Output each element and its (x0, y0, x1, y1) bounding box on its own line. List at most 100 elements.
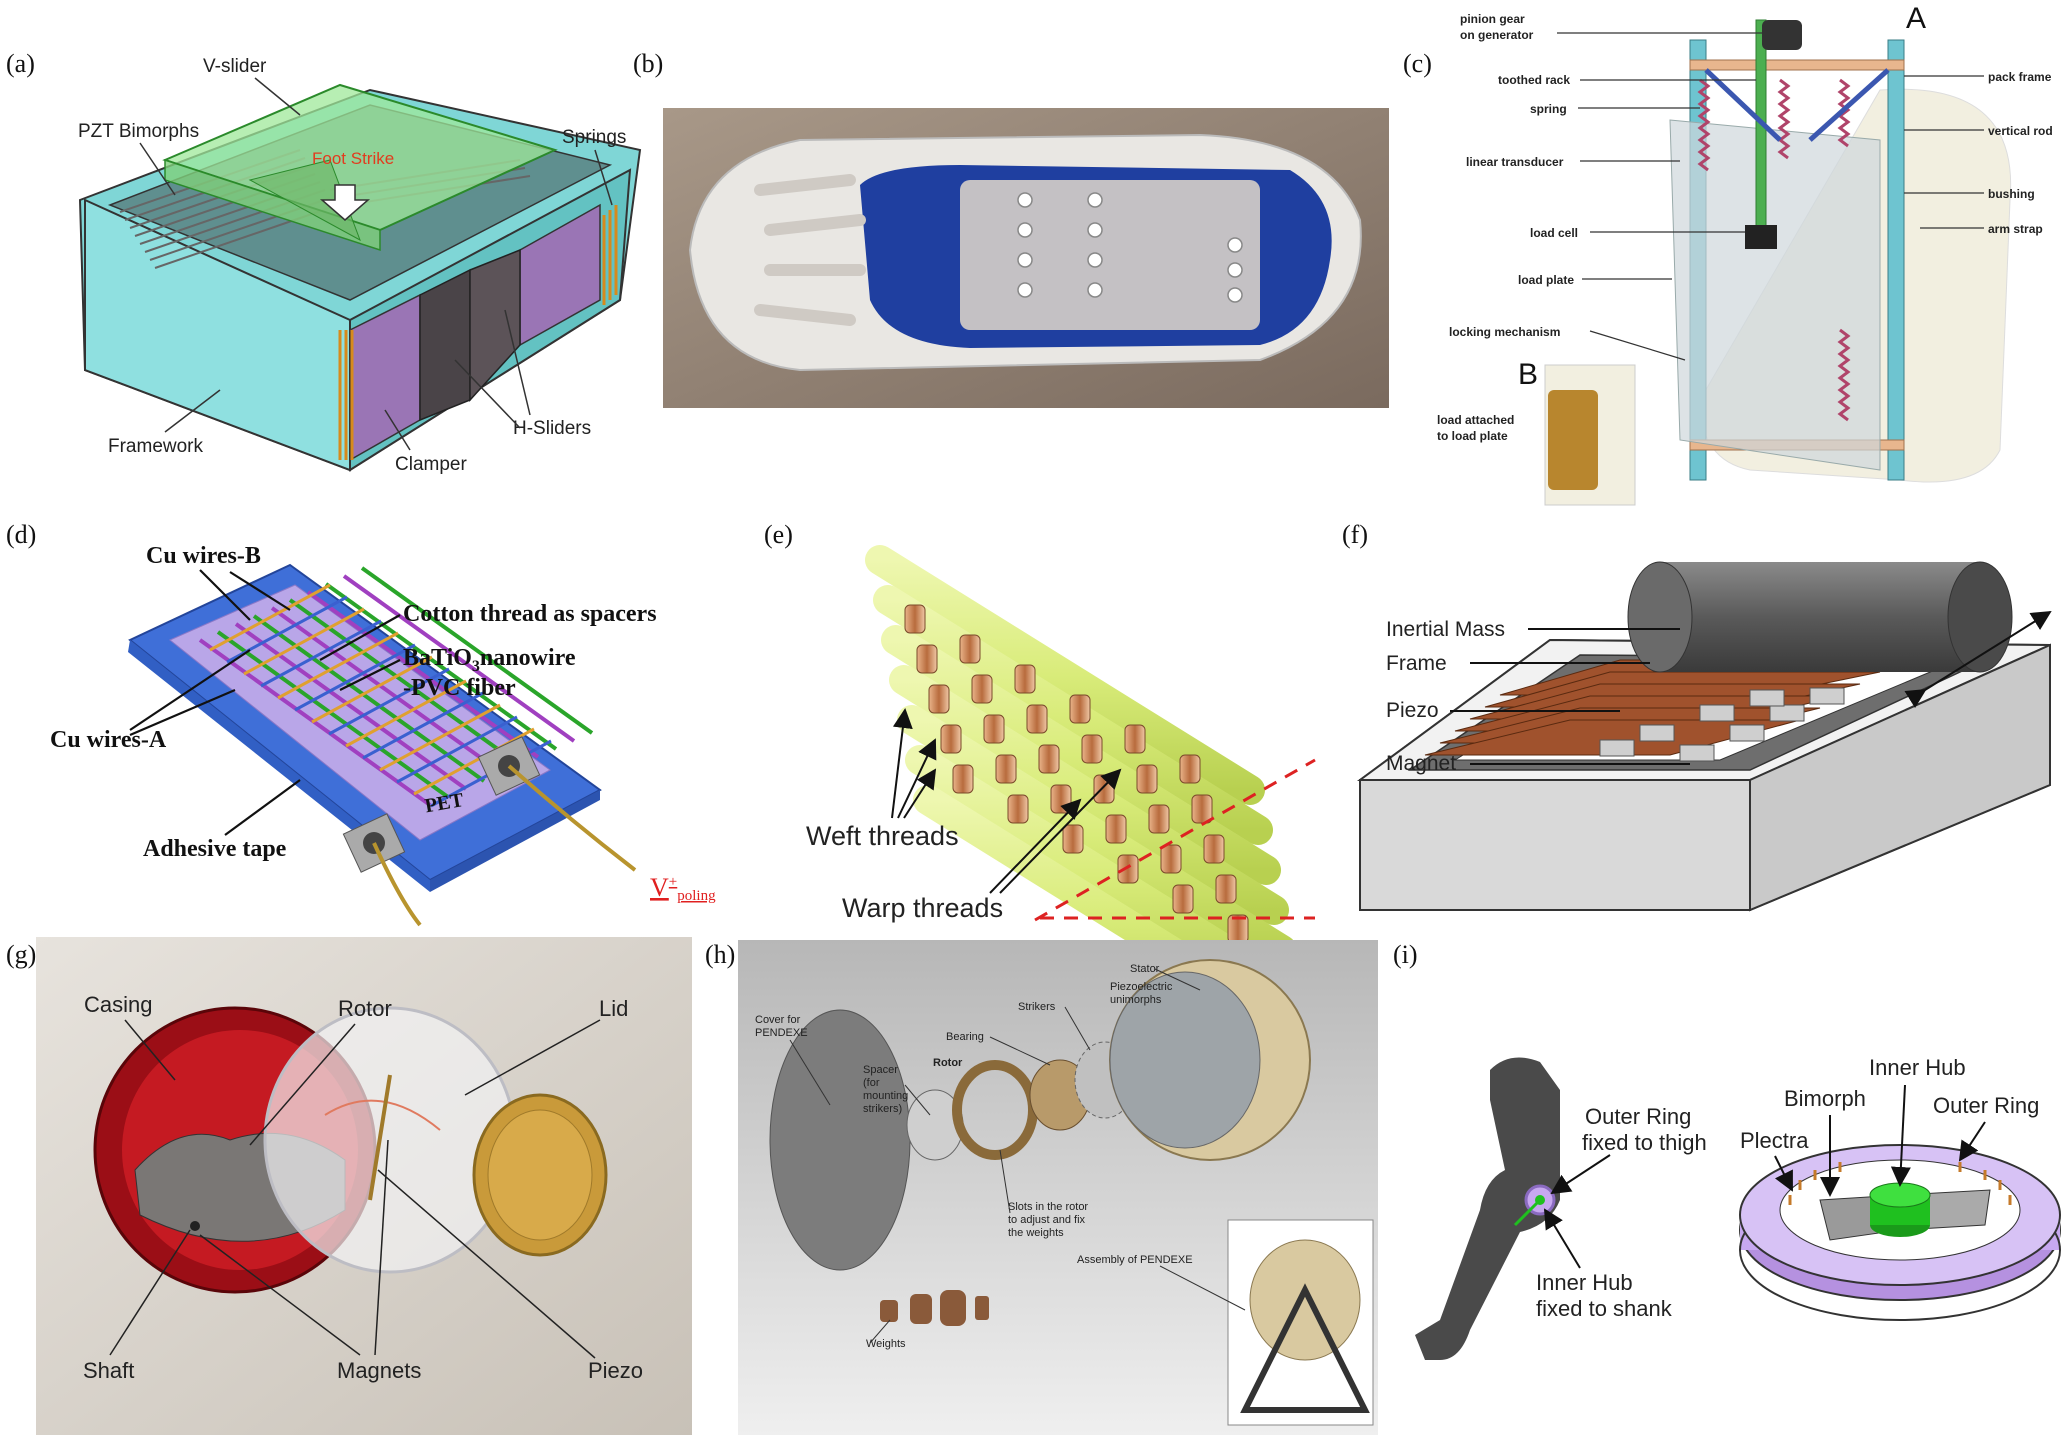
label-slots-3: the weights (1008, 1227, 1064, 1239)
label-pinion-1: pinion gear (1460, 12, 1525, 26)
cross-strand (379, 703, 501, 772)
pinion-generator (1762, 20, 1802, 50)
pack-frame-top (1689, 59, 1905, 71)
weft-band (1081, 734, 1103, 764)
c-labels-left: pinion gear on generator toothed rack sp… (1437, 12, 1578, 443)
magnet-block (1599, 739, 1635, 757)
label-locking-mechanism: locking mechanism (1449, 325, 1560, 339)
label-inner-hub: Inner Hub (1869, 1055, 1966, 1080)
frame-brace-1 (1704, 68, 1782, 142)
load-plate (1669, 119, 1881, 471)
weft-band (1069, 694, 1091, 724)
panel-f: (f) Inertial Mass Frame Piezo Magnet (1342, 520, 2052, 912)
label-warp: Warp threads (842, 893, 1003, 923)
weft-band (983, 714, 1005, 744)
label-bushing: bushing (1988, 187, 2035, 201)
label-pzt-bimorphs: PZT Bimorphs (78, 121, 199, 142)
panel-c-letter: (c) (1403, 49, 1432, 78)
label-toothed-rack: toothed rack (1498, 73, 1570, 87)
motion-arrow (1904, 610, 2052, 709)
h-labels: Stator Piezoelectric unimorphs Strikers … (755, 963, 1193, 1350)
label-vertical-rod: vertical rod (1988, 124, 2053, 138)
plectra-ring (1788, 1162, 2012, 1205)
label-load-plate: load plate (1518, 273, 1574, 287)
weft-band (959, 634, 981, 664)
label-cu-wires-a: Cu wires-A (50, 727, 167, 753)
warp-thread (897, 705, 1297, 965)
label-cover-2: PENDEXE (755, 1027, 808, 1039)
woven-fiber-mesh (198, 566, 594, 808)
inertial-mass-end-left (1627, 561, 1693, 673)
warp-thread (889, 665, 1289, 925)
inset-b-load (1548, 390, 1598, 490)
d-leaders (129, 569, 401, 836)
cross-strand (328, 667, 450, 736)
g-leaders (109, 1019, 601, 1359)
springs-c (1697, 78, 1851, 422)
label-weft: Weft threads (806, 821, 959, 851)
insert-screws (1017, 192, 1243, 303)
shoe-laces (754, 174, 866, 326)
label-plectra: Plectra (1740, 1128, 1809, 1153)
label-shaft: Shaft (83, 1358, 134, 1383)
cross-strand (294, 643, 416, 712)
leader-h-sliders-2 (504, 309, 531, 416)
label-clamper: Clamper (395, 454, 467, 475)
panel-a-letter: (a) (6, 49, 35, 78)
label-cotton-thread: Cotton thread as spacers (403, 601, 657, 627)
cross-strand (413, 727, 535, 796)
label-batio3: BaTiO3nanowire (403, 645, 576, 675)
leader-pzt (139, 142, 176, 196)
label-pvc-fiber: -PVC fiber (403, 675, 516, 701)
label-outer-ring-thigh-2: fixed to thigh (1582, 1130, 1707, 1155)
fiber-strand (324, 582, 558, 751)
magnet-block (1729, 724, 1765, 742)
arrow-inner-hub-shank (1543, 1208, 1581, 1269)
label-load-attached-2: to load plate (1437, 429, 1508, 443)
c-leaders-right (1904, 75, 1984, 229)
label-spacer-4: strikers) (863, 1103, 902, 1115)
magnet-block (1749, 689, 1785, 707)
weft-band (1062, 824, 1084, 854)
c-labels-right: pack frame vertical rod bushing arm stra… (1988, 70, 2053, 236)
label-v-poling: V+poling (650, 873, 716, 904)
weft-band (1105, 814, 1127, 844)
fiber-strand (342, 574, 576, 743)
label-cover-1: Cover for (755, 1014, 801, 1026)
magnet-block (1679, 744, 1715, 762)
cross-strand (260, 619, 382, 688)
label-inner-hub-shank-1: Inner Hub (1536, 1270, 1633, 1295)
weft-band (904, 604, 926, 634)
panel-b-letter: (b) (633, 49, 663, 78)
weights-parts (880, 1290, 989, 1326)
leader-h-sliders-1 (454, 359, 521, 429)
label-lid: Lid (599, 996, 628, 1021)
vertical-rod-right (1887, 39, 1905, 481)
leader-framework (164, 389, 221, 433)
leader-v-slider (254, 77, 301, 116)
weft-band (1215, 874, 1237, 904)
assembly-stator (1249, 1239, 1361, 1361)
coin-face (487, 1109, 593, 1241)
label-spacer-2: (for (863, 1077, 880, 1089)
label-c-A: A (1906, 2, 1926, 35)
f-base-front (1359, 779, 1751, 911)
panel-a: (a) V (6, 49, 642, 475)
h-leaders (789, 968, 1246, 1344)
label-h-sliders: H-Sliders (513, 418, 591, 439)
panel-f-letter: (f) (1342, 520, 1368, 549)
leader-clamper (384, 409, 411, 451)
label-pack-frame: pack frame (1988, 70, 2052, 84)
warp-thread (881, 625, 1281, 885)
label-piezo-unimorphs-2: unimorphs (1110, 994, 1162, 1006)
cross-strand (243, 607, 365, 676)
arrow-outer-ring-thigh (1550, 1154, 1611, 1195)
h-slider-block-2 (469, 248, 521, 402)
fiber-strand (234, 622, 468, 791)
panel-d: (d) PET Cu wires-B Cotton thread as spac… (6, 520, 716, 927)
inertial-mass-body (1660, 562, 1980, 672)
weft-band (1148, 804, 1170, 834)
panel-h-letter: (h) (705, 940, 735, 969)
shaft-point (190, 1221, 200, 1231)
